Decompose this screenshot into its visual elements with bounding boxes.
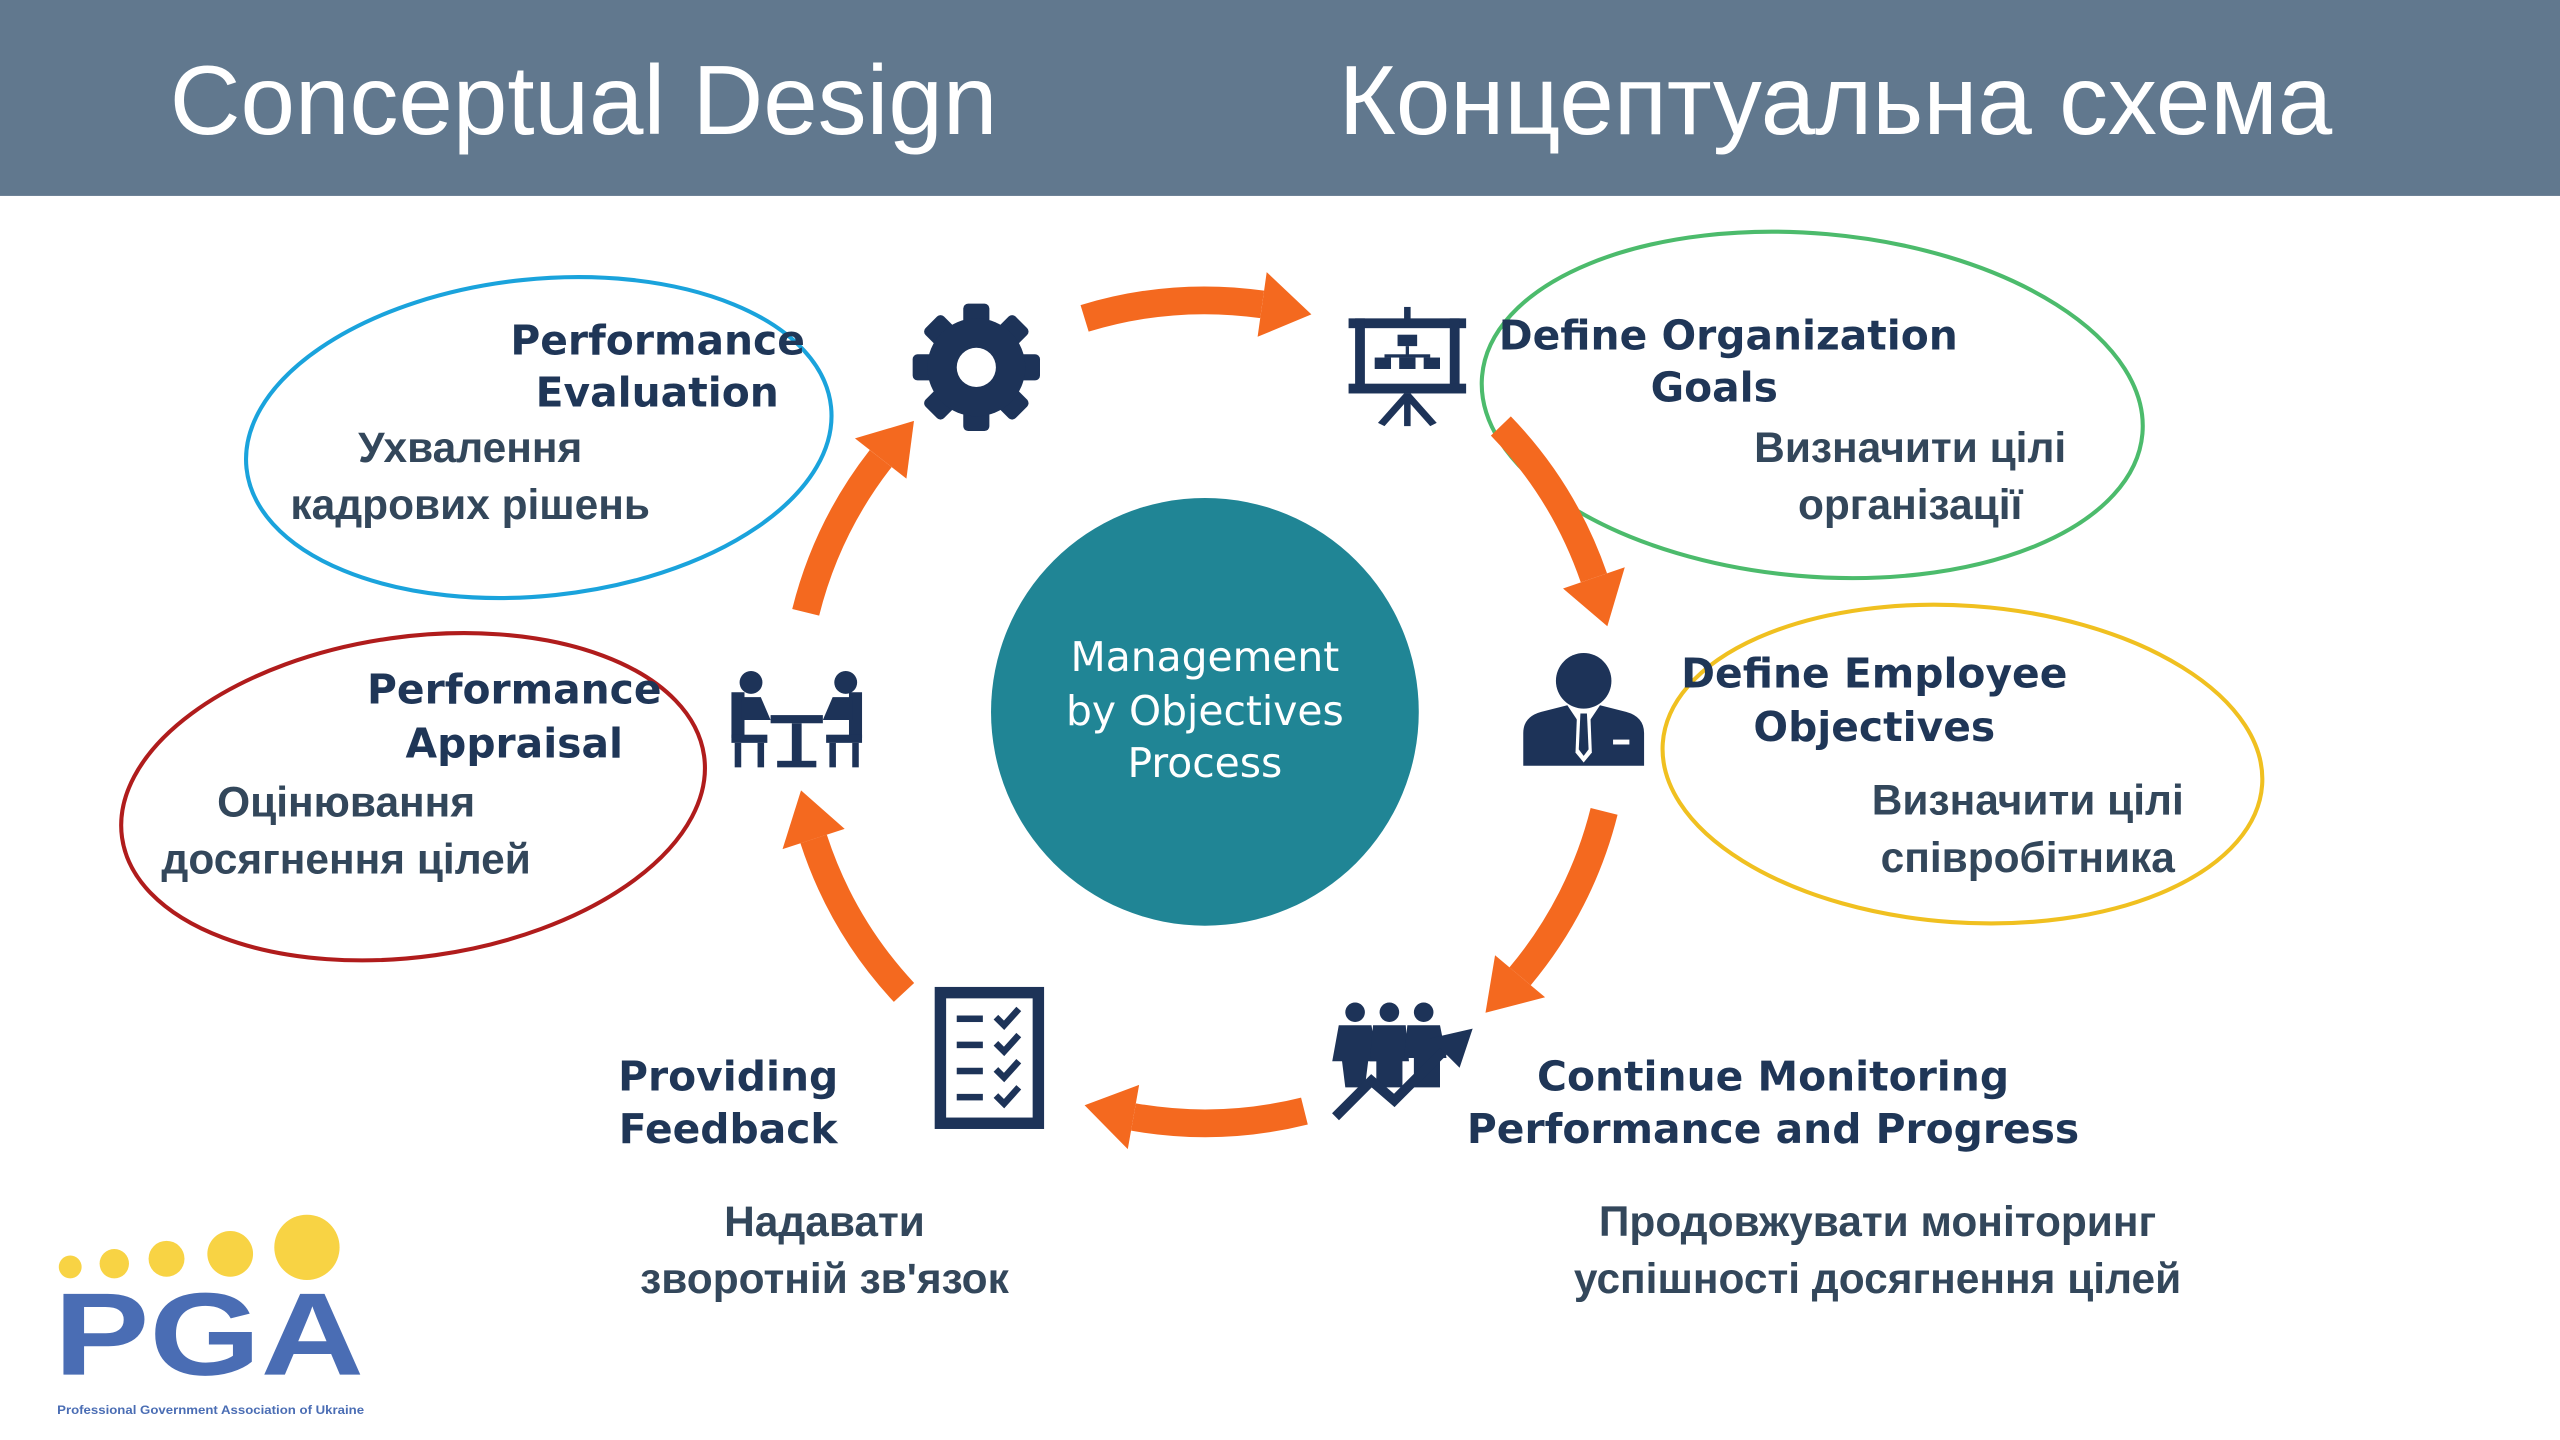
- employee-objectives-title-1: Define Employee: [1681, 649, 2067, 697]
- evaluation-title-2: Evaluation: [536, 369, 779, 417]
- employee-objectives-ua-1: Визначити цілі: [1872, 777, 2184, 824]
- org-goals-ua-1: Визначити цілі: [1754, 424, 2066, 471]
- appraisal-title-1: Performance: [367, 666, 662, 714]
- arrow-employee-to-monitoring-head: [1485, 955, 1546, 1013]
- arrow-gear-to-goals: [1080, 286, 1265, 332]
- employee-objectives-outline: [1660, 602, 2265, 926]
- evaluation-title-1: Performance: [510, 316, 805, 364]
- cycle-arrows: [782, 272, 1625, 1150]
- appraisal-outline: [119, 631, 707, 963]
- monitoring-title-1: Continue Monitoring: [1537, 1053, 2009, 1101]
- feedback-ua-1: Надавати: [724, 1198, 925, 1245]
- appraisal-ua-1: Оцінювання: [217, 778, 475, 825]
- team-growth-chart-icon: [1332, 1002, 1473, 1121]
- checklist-icon: [934, 986, 1045, 1129]
- arrow-goals-to-employee-head: [1563, 567, 1625, 627]
- arrow-appraisal-to-gear-head: [854, 420, 914, 479]
- arrow-monitoring-to-feedback-head: [1084, 1084, 1140, 1150]
- center-line-3: Process: [1128, 739, 1283, 787]
- appraisal-title-2: Appraisal: [406, 720, 623, 768]
- feedback-title-1: Providing: [618, 1053, 838, 1101]
- evaluation-ua-1: Ухвалення: [358, 424, 582, 471]
- arrow-appraisal-to-gear: [792, 449, 892, 616]
- gear-icon: [912, 303, 1040, 432]
- center-line-2: by Objectives: [1066, 687, 1344, 735]
- arrow-feedback-to-appraisal-head: [782, 790, 845, 850]
- center-line-1: Management: [1071, 633, 1340, 681]
- employee-objectives-title-2: Objectives: [1753, 703, 1995, 751]
- logo-text: PGA: [54, 1269, 364, 1400]
- title-english: Conceptual Design: [170, 45, 998, 155]
- evaluation-ua-2: кадрових рішень: [290, 481, 650, 528]
- arrow-gear-to-goals-head: [1257, 272, 1312, 337]
- monitoring-title-2: Performance and Progress: [1467, 1105, 2079, 1153]
- logo-caption: Professional Government Association of U…: [57, 1403, 364, 1417]
- arrow-goals-to-employee: [1490, 416, 1608, 583]
- org-goals-title-1: Define Organization: [1499, 311, 1958, 359]
- title-ukrainian: Концептуальна схема: [1339, 45, 2333, 155]
- arrow-monitoring-to-feedback: [1131, 1097, 1308, 1138]
- feedback-ua-2: зворотній зв'язок: [640, 1255, 1009, 1302]
- presentation-org-chart-icon: [1348, 306, 1467, 427]
- monitoring-ua-2: успішності досягнення цілей: [1574, 1255, 2181, 1302]
- center-circle: [991, 497, 1419, 926]
- employee-objectives-ua-2: співробітника: [1881, 834, 2176, 881]
- arrow-feedback-to-appraisal: [800, 834, 915, 1002]
- org-goals-title-2: Goals: [1651, 364, 1778, 412]
- logo-dots: [58, 1214, 340, 1280]
- feedback-title-2: Feedback: [619, 1105, 839, 1153]
- pga-logo: PGA Professional Government Association …: [54, 1214, 364, 1417]
- employee-icon: [1523, 653, 1645, 766]
- evaluation-outline: [243, 275, 834, 601]
- meeting-icon: [731, 671, 863, 768]
- appraisal-ua-2: досягнення цілей: [161, 835, 530, 882]
- header-bar: [0, 0, 2560, 196]
- org-goals-outline: [1479, 229, 2145, 581]
- arrow-employee-to-monitoring: [1509, 807, 1618, 986]
- monitoring-ua-1: Продовжувати моніторинг: [1599, 1198, 2156, 1245]
- org-goals-ua-2: організації: [1798, 481, 2024, 528]
